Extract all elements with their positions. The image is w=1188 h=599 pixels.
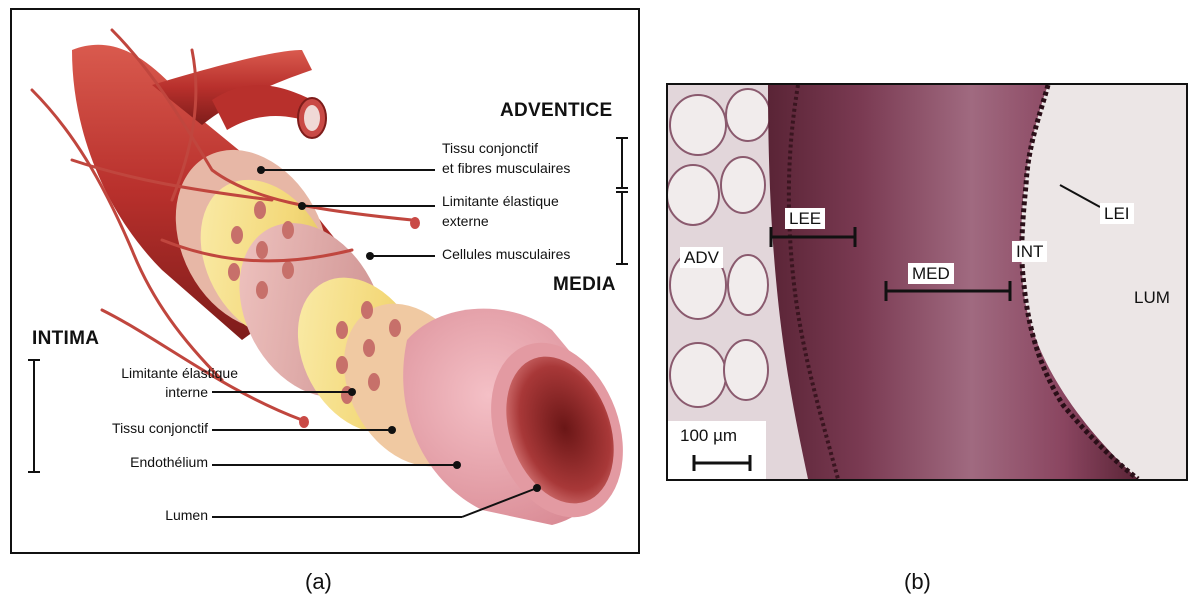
label-adv: ADV [680, 247, 723, 268]
label-tissu-conjonctif-fibres-line2: et fibres musculaires [442, 160, 570, 177]
label-med: MED [908, 263, 954, 284]
heading-media: MEDIA [553, 274, 616, 296]
label-limitante-externe-line2: externe [442, 213, 489, 230]
label-tissu-conjonctif-fibres-line1: Tissu conjonctif [442, 140, 538, 157]
label-cellules-musculaires: Cellules musculaires [442, 246, 570, 263]
label-limitante-interne-line2: interne [42, 384, 208, 401]
label-limitante-interne-line1: Limitante élastique [42, 365, 238, 382]
caption-b: (b) [904, 569, 931, 595]
label-lee: LEE [785, 208, 825, 229]
label-lum: LUM [1130, 287, 1174, 308]
artery-diagram-panel: ADVENTICE MEDIA INTIMA Tissu conjonctif … [10, 8, 640, 554]
label-endothelium: Endothélium [42, 454, 208, 471]
label-lei: LEI [1100, 203, 1134, 224]
label-int: INT [1012, 241, 1047, 262]
label-lumen: Lumen [42, 507, 208, 524]
label-limitante-externe-line1: Limitante élastique [442, 193, 559, 210]
vessel-stub-bottom [299, 416, 309, 428]
histology-micrograph-panel: ADV LEE MED INT LEI LUM 100 µm [666, 83, 1188, 481]
label-tissu-conjonctif: Tissu conjonctif [42, 420, 208, 437]
heading-adventice: ADVENTICE [500, 100, 613, 122]
caption-a: (a) [305, 569, 332, 595]
vessel-stub-right [410, 217, 420, 229]
scale-label: 100 µm [676, 425, 741, 446]
heading-intima: INTIMA [32, 328, 99, 350]
branch-opening-inner [304, 105, 320, 131]
